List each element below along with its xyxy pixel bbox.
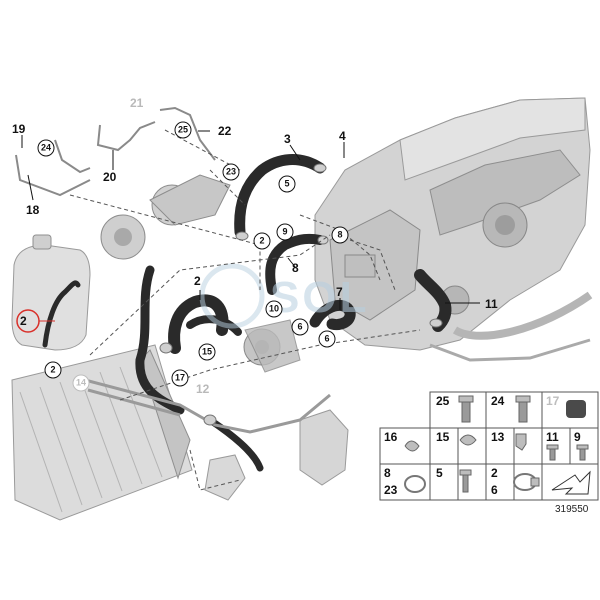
callout-12: 12 [196,382,210,396]
callout-16: 15 [202,346,212,356]
callout-2-lower: 6 [324,333,329,343]
callout-1: 7 [336,285,343,299]
callout-25: 25 [178,124,188,134]
callout-17: 14 [76,377,86,387]
legend-label-2: 2 [491,466,498,480]
callout-5: 5 [284,178,289,188]
legend-label-9: 9 [574,430,581,444]
watermark-text: SOL [270,273,369,322]
callout-6: 10 [269,303,279,313]
callout-7: 8 [292,261,299,275]
parts-legend: 25 24 17 16 15 13 11 9 8 23 5 2 6 [379,391,599,501]
legend-label-11: 11 [546,430,559,444]
bottom-bracket [204,409,349,501]
callout-20: 20 [103,170,117,184]
turbocharger-assembly [100,174,231,260]
callout-23: 23 [226,166,236,176]
legend-label-8: 8 [384,466,391,480]
callout-8: 8 [337,229,342,239]
legend-label-6: 6 [491,483,498,497]
callout-labels: 19 18 21 20 22 3 4 8 2 7 11 2 12 [12,96,498,396]
legend-label-25: 25 [436,394,450,408]
oil-feed-pipes [15,106,216,197]
callout-10: 11 [485,297,498,311]
callout-11: 2 [194,274,201,288]
legend-label-13: 13 [491,430,505,444]
callout-2-middle: 6 [297,321,302,331]
callout-9: 9 [282,226,287,236]
hose-1 [309,299,356,330]
callout-15: 2 [50,364,55,374]
diagram-number: 319550 [555,504,589,515]
legend-label-16: 16 [384,430,398,444]
callout-21: 21 [130,96,144,110]
engine-block [314,97,593,362]
legend-label-5: 5 [436,466,443,480]
circled-callouts: 24 25 23 5 9 8 2 10 6 6 2 14 15 17 [37,121,349,392]
legend-label-17: 17 [546,394,560,408]
callout-2-upper: 2 [259,235,264,245]
legend-label-23: 23 [384,483,398,497]
dashed-leaders [69,129,421,491]
expansion-tank [11,234,91,351]
hose-14 [42,280,81,348]
callout-13: 17 [175,372,185,382]
hose-3 [234,154,326,238]
callout-3: 3 [284,132,291,146]
legend-label-15: 15 [436,430,450,444]
callout-24: 24 [41,142,51,152]
highlight-ring-14 [16,309,40,333]
callout-18: 18 [26,203,40,217]
watermark: SOL [199,263,369,329]
callout-4: 4 [339,129,346,143]
solid-leaders [21,130,480,322]
hose-7 [265,233,325,295]
legend-label-24: 24 [491,394,505,408]
hose-11 [168,294,229,354]
radiator [11,344,193,521]
callout-14: 2 [20,314,27,328]
coolant-pipe-run [84,378,331,434]
callout-22: 22 [218,124,232,138]
callout-19: 19 [12,122,26,136]
